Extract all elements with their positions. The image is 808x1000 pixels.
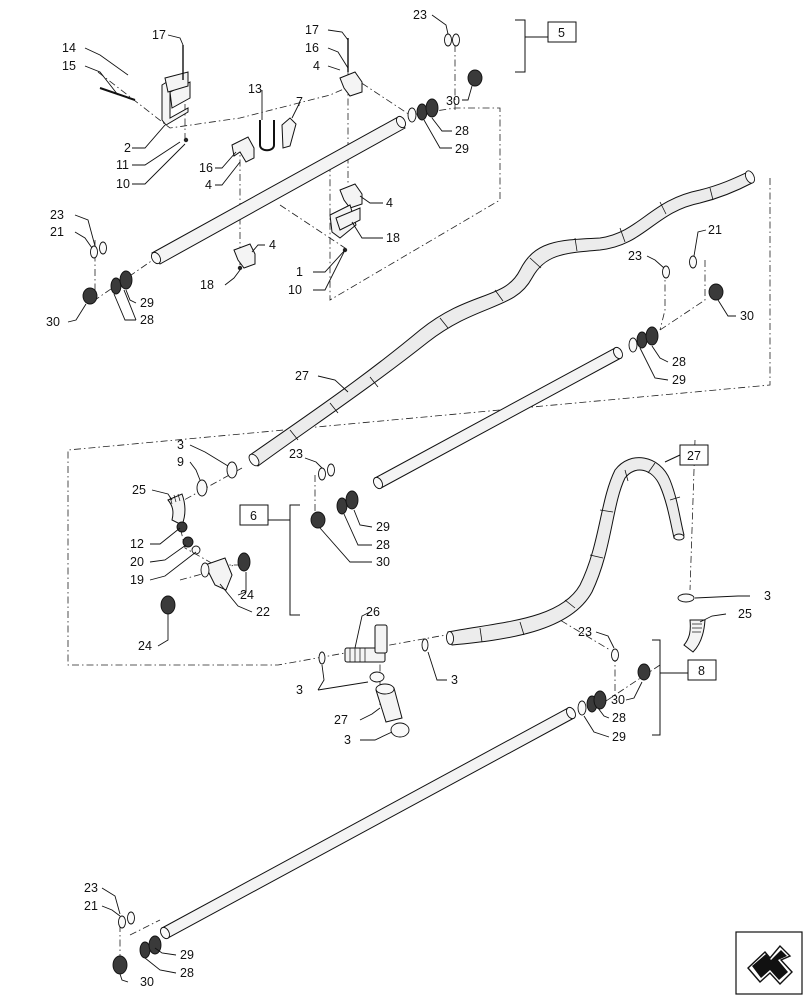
callout-21: 21 [50, 225, 64, 239]
callout-7: 7 [296, 95, 303, 109]
callout-15: 15 [62, 59, 76, 73]
tube-middle [373, 346, 623, 490]
callout-10: 10 [288, 283, 302, 297]
callout-3: 3 [177, 438, 184, 452]
callout-23: 23 [413, 8, 427, 22]
callout-4: 4 [386, 196, 393, 210]
callout-23: 23 [84, 881, 98, 895]
callout-29: 29 [612, 730, 626, 744]
callout-1: 1 [296, 265, 303, 279]
callout-labels: 14 15 17 2 11 10 13 7 16 4 17 16 4 23 30… [46, 8, 771, 989]
callout-25: 25 [132, 483, 146, 497]
callout-30: 30 [140, 975, 154, 989]
hose-27-long [248, 170, 755, 467]
rigid-tubes [151, 115, 623, 940]
callout-21: 21 [708, 223, 722, 237]
callout-30: 30 [376, 555, 390, 569]
box-6-label: 6 [250, 509, 257, 523]
callout-16: 16 [199, 161, 213, 175]
callout-19: 19 [130, 573, 144, 587]
callout-28: 28 [455, 124, 469, 138]
callout-18: 18 [200, 278, 214, 292]
callout-28: 28 [180, 966, 194, 980]
clamp-4d [233, 243, 256, 269]
callout-9: 9 [177, 455, 184, 469]
callout-17: 17 [152, 28, 166, 42]
box-27-label: 27 [687, 449, 701, 463]
callout-28: 28 [140, 313, 154, 327]
fittings [82, 33, 724, 975]
group-brackets [239, 19, 717, 736]
box-5-label: 5 [558, 26, 565, 40]
callout-23: 23 [289, 447, 303, 461]
callout-20: 20 [130, 555, 144, 569]
callout-11: 11 [116, 158, 129, 172]
clip-7 [281, 117, 297, 149]
u-bolt-13 [259, 120, 275, 152]
box-8 [687, 659, 717, 681]
tee-26 [344, 624, 388, 663]
callout-29: 29 [455, 142, 469, 156]
callout-24: 24 [138, 639, 152, 653]
callout-30: 30 [446, 94, 460, 108]
callout-3: 3 [296, 683, 303, 697]
bracket-1 [329, 204, 361, 239]
callout-28: 28 [672, 355, 686, 369]
clamp-4a [231, 136, 255, 163]
clamp-4c [339, 183, 363, 209]
flexible-hoses [248, 170, 755, 646]
navigation-arrow-icon[interactable] [735, 931, 803, 995]
callout-3: 3 [344, 733, 351, 747]
callout-27: 27 [334, 713, 348, 727]
callout-27: 27 [295, 369, 309, 383]
callout-16: 16 [305, 41, 319, 55]
callout-23: 23 [578, 625, 592, 639]
callout-21: 21 [84, 899, 98, 913]
callout-28: 28 [376, 538, 390, 552]
callout-29: 29 [672, 373, 686, 387]
callout-30: 30 [740, 309, 754, 323]
callout-23: 23 [50, 208, 64, 222]
callout-22: 22 [256, 605, 270, 619]
callout-2: 2 [124, 141, 131, 155]
callout-18: 18 [386, 231, 400, 245]
tube-upper [151, 115, 406, 265]
tee-22 [200, 557, 233, 591]
callout-3: 3 [764, 589, 771, 603]
callout-30: 30 [611, 693, 625, 707]
callout-26: 26 [366, 605, 380, 619]
box-5 [547, 21, 577, 43]
short-hose-27 [375, 683, 403, 723]
callout-29: 29 [376, 520, 390, 534]
callout-23: 23 [628, 249, 642, 263]
box-6 [239, 504, 269, 526]
callout-10: 10 [116, 177, 130, 191]
callout-13: 13 [248, 82, 262, 96]
callout-25: 25 [738, 607, 752, 621]
callout-4: 4 [205, 178, 212, 192]
callout-14: 14 [62, 41, 76, 55]
tube-lower [160, 706, 576, 940]
callout-17: 17 [305, 23, 319, 37]
callout-4: 4 [313, 59, 320, 73]
callout-29: 29 [180, 948, 194, 962]
callout-4: 4 [269, 238, 276, 252]
leader-lines [67, 14, 750, 983]
callout-12: 12 [130, 537, 144, 551]
callout-28: 28 [612, 711, 626, 725]
box-8-label: 8 [698, 664, 705, 678]
hose-27-short [446, 457, 685, 646]
bracket-2 [161, 71, 191, 126]
clamp-4b [339, 71, 363, 97]
callout-29: 29 [140, 296, 154, 310]
callout-24: 24 [240, 588, 254, 602]
callout-30: 30 [46, 315, 60, 329]
callout-3: 3 [451, 673, 458, 687]
mounting-hardware [99, 38, 363, 271]
